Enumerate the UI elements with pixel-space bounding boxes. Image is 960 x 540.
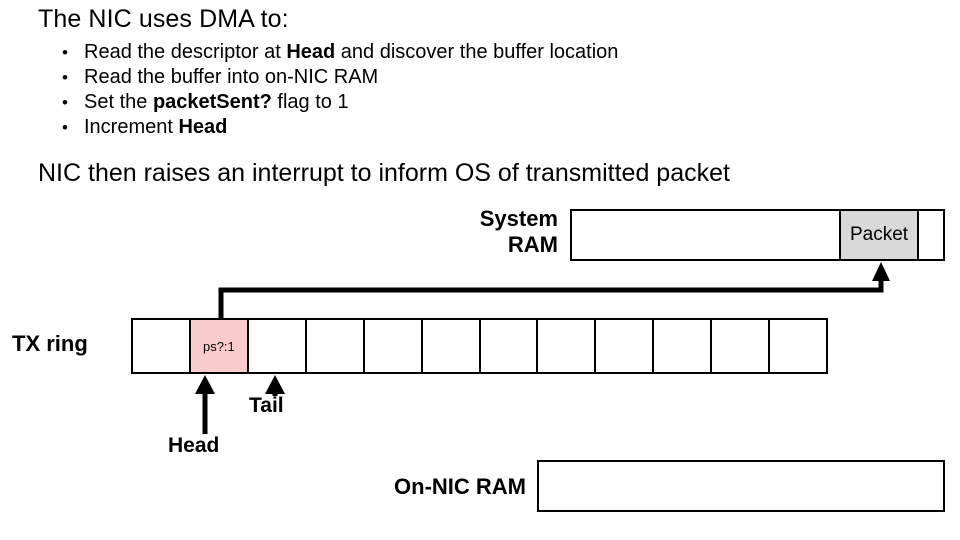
- page-title: The NIC uses DMA to:: [38, 5, 289, 33]
- tx-ring-cell-4: [365, 320, 423, 372]
- system-ram-label: System RAM: [440, 206, 558, 258]
- list-item-text: Read the buffer into on-NIC RAM: [84, 65, 378, 90]
- list-item: • Read the descriptor at Head and discov…: [62, 40, 922, 65]
- list-item: • Increment Head: [62, 115, 922, 140]
- list-item-text-bold: Head: [286, 41, 336, 63]
- bullet-marker-icon: •: [62, 43, 68, 62]
- tx-ring-cell-7: [538, 320, 597, 372]
- tx-ring-box: ps?:1: [131, 318, 828, 374]
- tx-ring-cell-5: [423, 320, 481, 372]
- list-item-text: Increment Head: [84, 115, 227, 140]
- tx-ring-label: TX ring: [12, 331, 88, 356]
- tx-ring-cell-10: [712, 320, 771, 372]
- system-ram-label-line1: System: [479, 206, 558, 231]
- list-item-text-post: and discover the buffer location: [335, 41, 619, 63]
- list-item-text-pre: Set the: [84, 91, 153, 113]
- bullet-marker-icon: •: [62, 118, 68, 137]
- list-item-text-bold: Head: [178, 116, 228, 138]
- tx-ring-cell-1: ps?:1: [190, 320, 249, 372]
- system-ram-free-region-right: [919, 211, 943, 259]
- list-item-text-bold: packetSent?: [152, 91, 272, 113]
- list-item-text: Set the packetSent? flag to 1: [84, 90, 349, 115]
- list-item-text: Read the descriptor at Head and discover…: [84, 40, 618, 65]
- list-item-text-pre: Read the buffer into on-NIC RAM: [84, 66, 379, 88]
- bullet-marker-icon: •: [62, 93, 68, 112]
- list-item: • Set the packetSent? flag to 1: [62, 90, 922, 115]
- tx-ring-cell-6: [481, 320, 539, 372]
- list-item-text-pre: Read the descriptor at: [84, 41, 287, 63]
- list-item-text-pre: Increment: [84, 116, 179, 138]
- dma-transfer-arrow-icon: [218, 262, 890, 318]
- system-ram-box: Packet: [570, 209, 945, 261]
- on-nic-ram-box: [537, 460, 945, 512]
- tx-ring-cell-3: [307, 320, 365, 372]
- tx-ring-cell-0: [133, 320, 191, 372]
- system-ram-free-region-left: [572, 211, 839, 259]
- on-nic-ram-label: On-NIC RAM: [394, 474, 526, 499]
- tx-ring-cell-2: [249, 320, 307, 372]
- list-item: • Read the buffer into on-NIC RAM: [62, 65, 922, 90]
- bullet-marker-icon: •: [62, 68, 68, 87]
- bullet-list: • Read the descriptor at Head and discov…: [62, 40, 922, 140]
- system-ram-label-line2: RAM: [507, 232, 558, 257]
- tx-ring-cell-11: [770, 320, 826, 372]
- tx-ring-cell-8: [596, 320, 655, 372]
- tail-pointer-label: Tail: [249, 394, 284, 417]
- head-pointer-arrow-icon: [195, 375, 215, 434]
- system-ram-packet-buffer: Packet: [839, 211, 919, 259]
- summary-text: NIC then raises an interrupt to inform O…: [38, 159, 730, 187]
- tx-ring-cell-9: [654, 320, 713, 372]
- list-item-text-post: flag to 1: [271, 91, 349, 113]
- head-pointer-label: Head: [168, 434, 220, 457]
